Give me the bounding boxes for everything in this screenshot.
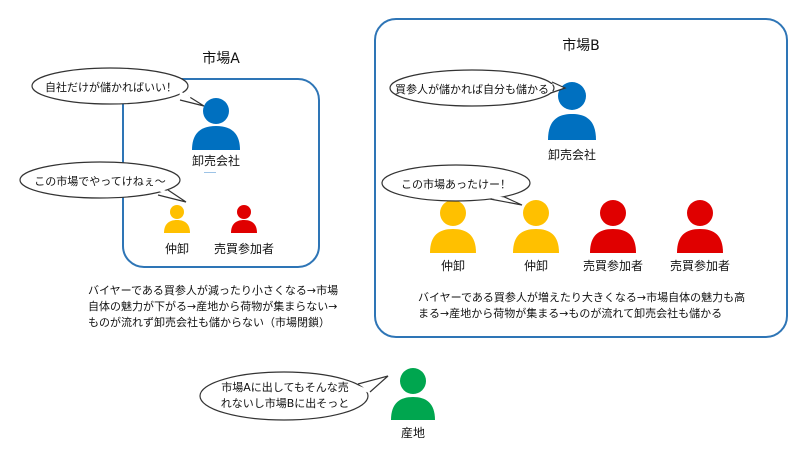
person-icon [513,200,559,253]
bubble-market-a-wholesaler: 自社だけが儲かればいい！ [45,81,177,94]
speech-bubble [31,67,205,107]
market-b-box [374,18,788,338]
market-a-middleman-label: 仲卸 [164,242,189,256]
bubble-market-b-wholesaler: 買参人が儲かれば自分も儲かる [395,83,549,96]
speech-bubble [389,69,567,107]
market-b-buyer-label-1: 売買参加者 [582,259,643,273]
bubble-market-b-middleman: この市場あったけー！ [401,178,511,191]
person-icon [548,82,596,140]
origin-label: 産地 [400,426,425,440]
market-b-caption: バイヤーである買参人が増えたり大きくなる→市場自体の魅力も高まる→産地から荷物が… [418,291,746,320]
speech-bubble [199,371,389,421]
speech-bubble [19,161,187,203]
person-icon [164,205,190,233]
person-icon [590,200,636,253]
bubble-origin: 市場Aに出してもそんな売れないし市場Bに出そっと [220,381,350,410]
divider [204,172,216,173]
market-a-caption: バイヤーである買参人が減ったり小さくなる→市場自体の魅力が下がる→産地から荷物が… [88,284,339,329]
person-icon [391,368,435,420]
market-b-title: 市場B [562,38,600,54]
market-b-middleman-label-1: 仲卸 [440,259,465,273]
market-b-wholesaler-label: 卸売会社 [547,148,596,162]
market-a-wholesaler-label: 卸売会社 [191,154,240,168]
person-icon [677,200,723,253]
market-b-middleman-label-2: 仲卸 [523,259,548,273]
market-a-buyer-label: 売買参加者 [213,242,274,256]
person-icon [231,205,257,233]
market-b-buyer-label-2: 売買参加者 [669,259,730,273]
person-icon [192,98,240,150]
speech-bubble [381,164,531,206]
market-a-title: 市場A [202,51,240,67]
person-icon [430,200,476,253]
bubble-market-a-middleman: この市場でやってけねぇ～ [34,175,166,188]
